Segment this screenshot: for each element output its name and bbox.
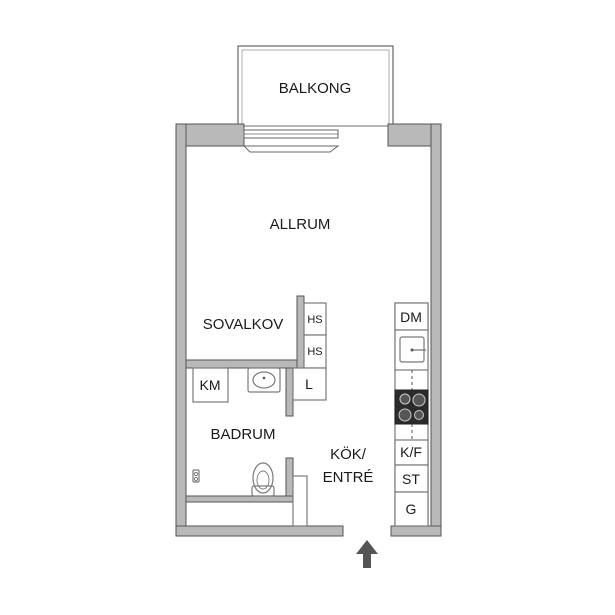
fixture-label-fridge: K/F xyxy=(400,444,422,460)
balcony xyxy=(237,45,394,127)
fixture-label-washer: KM xyxy=(200,377,221,393)
shower-mixer-icon xyxy=(192,469,200,483)
fixture-label-storage: ST xyxy=(402,471,420,487)
hall-cabinet xyxy=(292,475,308,527)
washing-machine xyxy=(192,367,229,403)
fixture-label-wardrobe-2: HS xyxy=(307,346,322,358)
fixture-label-wardrobe-1: HS xyxy=(307,314,322,326)
toilet-icon xyxy=(251,462,275,497)
fixture-label-linen: L xyxy=(305,376,313,392)
room-label-kitchen-line2: ENTRÉ xyxy=(323,469,374,486)
room-label-living: ALLRUM xyxy=(270,216,331,233)
linen-closet xyxy=(292,367,327,401)
stove-icon xyxy=(394,389,429,425)
bath-sink-icon xyxy=(247,367,281,393)
room-label-bath: BADRUM xyxy=(210,426,275,443)
room-label-kitchen-line1: KÖK/ xyxy=(330,445,367,463)
entrance-arrow-icon xyxy=(356,540,378,568)
room-label-alcove: SOVALKOV xyxy=(203,316,284,333)
fixture-label-dishwasher: DM xyxy=(400,309,422,325)
outer-walls xyxy=(175,123,442,537)
balcony-window xyxy=(242,129,340,153)
room-label-balcony: BALKONG xyxy=(279,80,352,97)
fixture-label-closet: G xyxy=(406,501,417,517)
